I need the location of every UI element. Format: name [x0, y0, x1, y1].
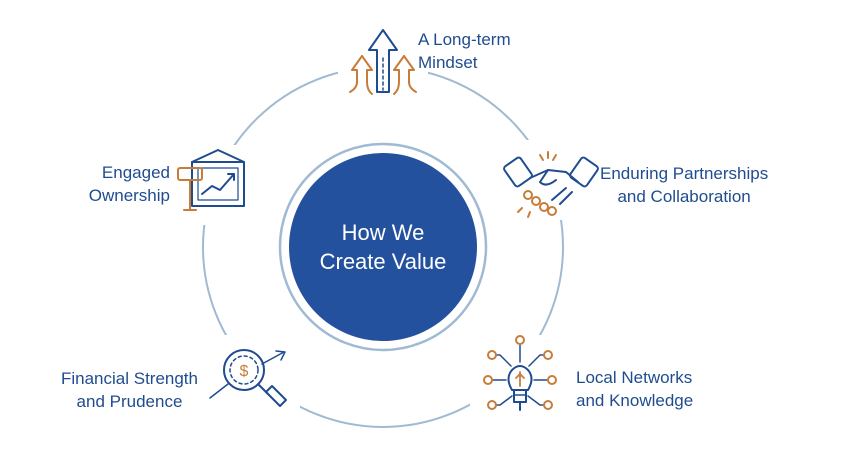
node-label-ownership: Engaged Ownership: [88, 163, 170, 205]
magnifier-dollar-icon: $: [209, 349, 287, 407]
handshake-icon: [503, 151, 599, 218]
center-title-line2: Create Value: [319, 249, 447, 274]
lightbulb-network-icon: [483, 335, 557, 411]
node-label-local: Local Networks and Knowledge: [576, 368, 694, 410]
node-label-financial: Financial Strength and Prudence: [60, 369, 198, 411]
node-label-long-term: A Long-term Mindset: [418, 30, 511, 72]
center-title-line1: How We: [341, 220, 425, 245]
ring-gap-left: [170, 145, 260, 225]
svg-text:$: $: [240, 363, 249, 380]
gavel-chart-icon: [177, 149, 245, 211]
center-title: How We Create Value: [283, 147, 483, 347]
node-label-partnerships: Enduring Partnerships and Collaboration: [600, 164, 769, 206]
upward-arrows-icon: [349, 29, 417, 95]
ring-gap-bottom-left: [200, 335, 300, 420]
center-circle: [289, 153, 477, 341]
